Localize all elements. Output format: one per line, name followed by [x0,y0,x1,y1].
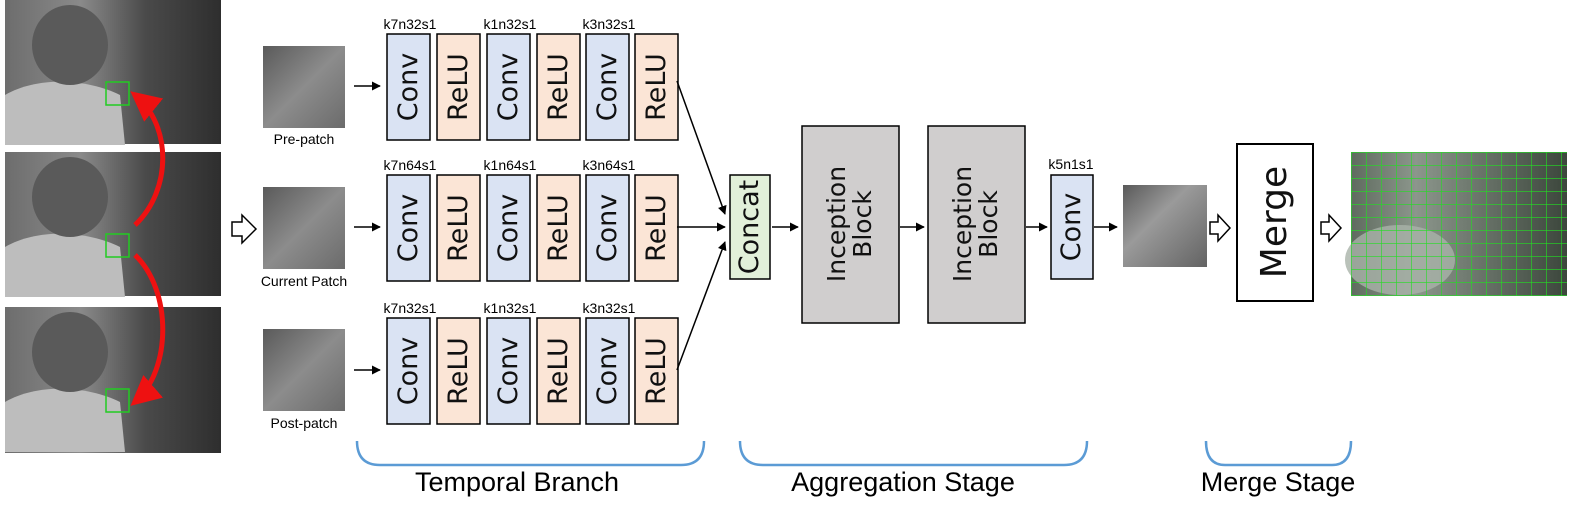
relu-label: ReLU [640,53,672,121]
conv-layer [585,33,630,141]
relu-layer [536,33,581,141]
layer-config-label: k1n32s1 [483,16,537,32]
merge-label: Merge [1254,165,1296,279]
temporal-link-arrows [130,91,166,406]
patch-label: Pre-patch [273,131,335,147]
relu-label: ReLU [542,337,574,405]
concat-block [729,174,771,280]
temporal-branches [386,33,679,425]
conv-label: Conv [591,336,623,406]
relu-label: ReLU [640,337,672,405]
relu-layer [536,317,581,425]
patch-column [263,46,381,411]
red-arrow-down [130,253,166,406]
stage-label-aggregation: Aggregation Stage [791,467,1015,497]
relu-layer [634,174,679,282]
brace-temporal-branch [355,440,706,467]
inception-block-1 [801,125,900,324]
relu-label: ReLU [640,194,672,262]
final-conv-config: k5n1s1 [1048,156,1094,172]
aggregation-stage [729,125,1118,324]
conv-layer [386,33,431,141]
conv-layer [585,317,630,425]
relu-label: ReLU [442,53,474,121]
hollow-arrow-icon [231,213,258,245]
input-frame [5,152,221,297]
stage-label-temporal: Temporal Branch [414,467,620,497]
output-image [1345,152,1567,296]
conv-layer [585,174,630,282]
red-arrow-up [130,91,166,227]
relu-layer [634,33,679,141]
hollow-arrow-icon [1320,213,1343,243]
conv-label: Conv [492,193,524,263]
residual-patch [1123,185,1207,267]
branch-to-concat-arrows [676,80,727,371]
inception-1-label: Inception Block [821,165,877,283]
conv-label: Conv [492,52,524,122]
inception-block-2 [927,125,1026,324]
inception-2-label: Inception Block [947,165,1003,283]
conv-label: Conv [392,193,424,263]
relu-layer [436,174,481,282]
relu-label: ReLU [442,194,474,262]
layer-config-label: k3n32s1 [582,300,636,316]
brace-aggregation-stage [738,440,1089,467]
relu-layer [436,33,481,141]
relu-layer [536,174,581,282]
input-frame [5,0,221,145]
conv-label: Conv [591,52,623,122]
relu-layer [634,317,679,425]
conv-label: Conv [392,336,424,406]
patch-highlight-box [105,388,130,413]
conv-layer [486,33,531,141]
relu-label: ReLU [542,53,574,121]
layer-config-label: k7n32s1 [383,16,437,32]
patch-highlight-box [105,81,130,106]
relu-label: ReLU [542,194,574,262]
patch-image [263,187,345,269]
input-frame [5,307,221,453]
patch-label: Current Patch [260,273,348,289]
stage-braces [355,440,1353,467]
final-conv-label: Conv [1055,192,1087,262]
layer-config-label: k1n64s1 [483,157,537,173]
layer-config-label: k7n64s1 [383,157,437,173]
concat-label: Concat [733,179,765,275]
conv-label: Conv [591,193,623,263]
conv-layer [486,317,531,425]
conv-layer [486,174,531,282]
merge-block [1236,143,1314,302]
layer-config-label: k1n32s1 [483,300,537,316]
input-frames [5,0,221,453]
conv-layer [386,317,431,425]
patch-highlight-box [105,233,130,258]
relu-label: ReLU [442,337,474,405]
final-conv-block [1050,174,1094,280]
brace-merge-stage [1204,440,1353,467]
conv-layer [386,174,431,282]
layer-config-label: k3n64s1 [582,157,636,173]
layer-config-label: k7n32s1 [383,300,437,316]
hollow-arrow-icon [1209,213,1232,243]
patch-image [263,46,345,128]
patch-label: Post-patch [270,415,338,431]
stage-label-merge: Merge Stage [1200,467,1356,497]
conv-label: Conv [492,336,524,406]
conv-label: Conv [392,52,424,122]
layer-config-label: k3n32s1 [582,16,636,32]
relu-layer [436,317,481,425]
patch-image [263,329,345,411]
